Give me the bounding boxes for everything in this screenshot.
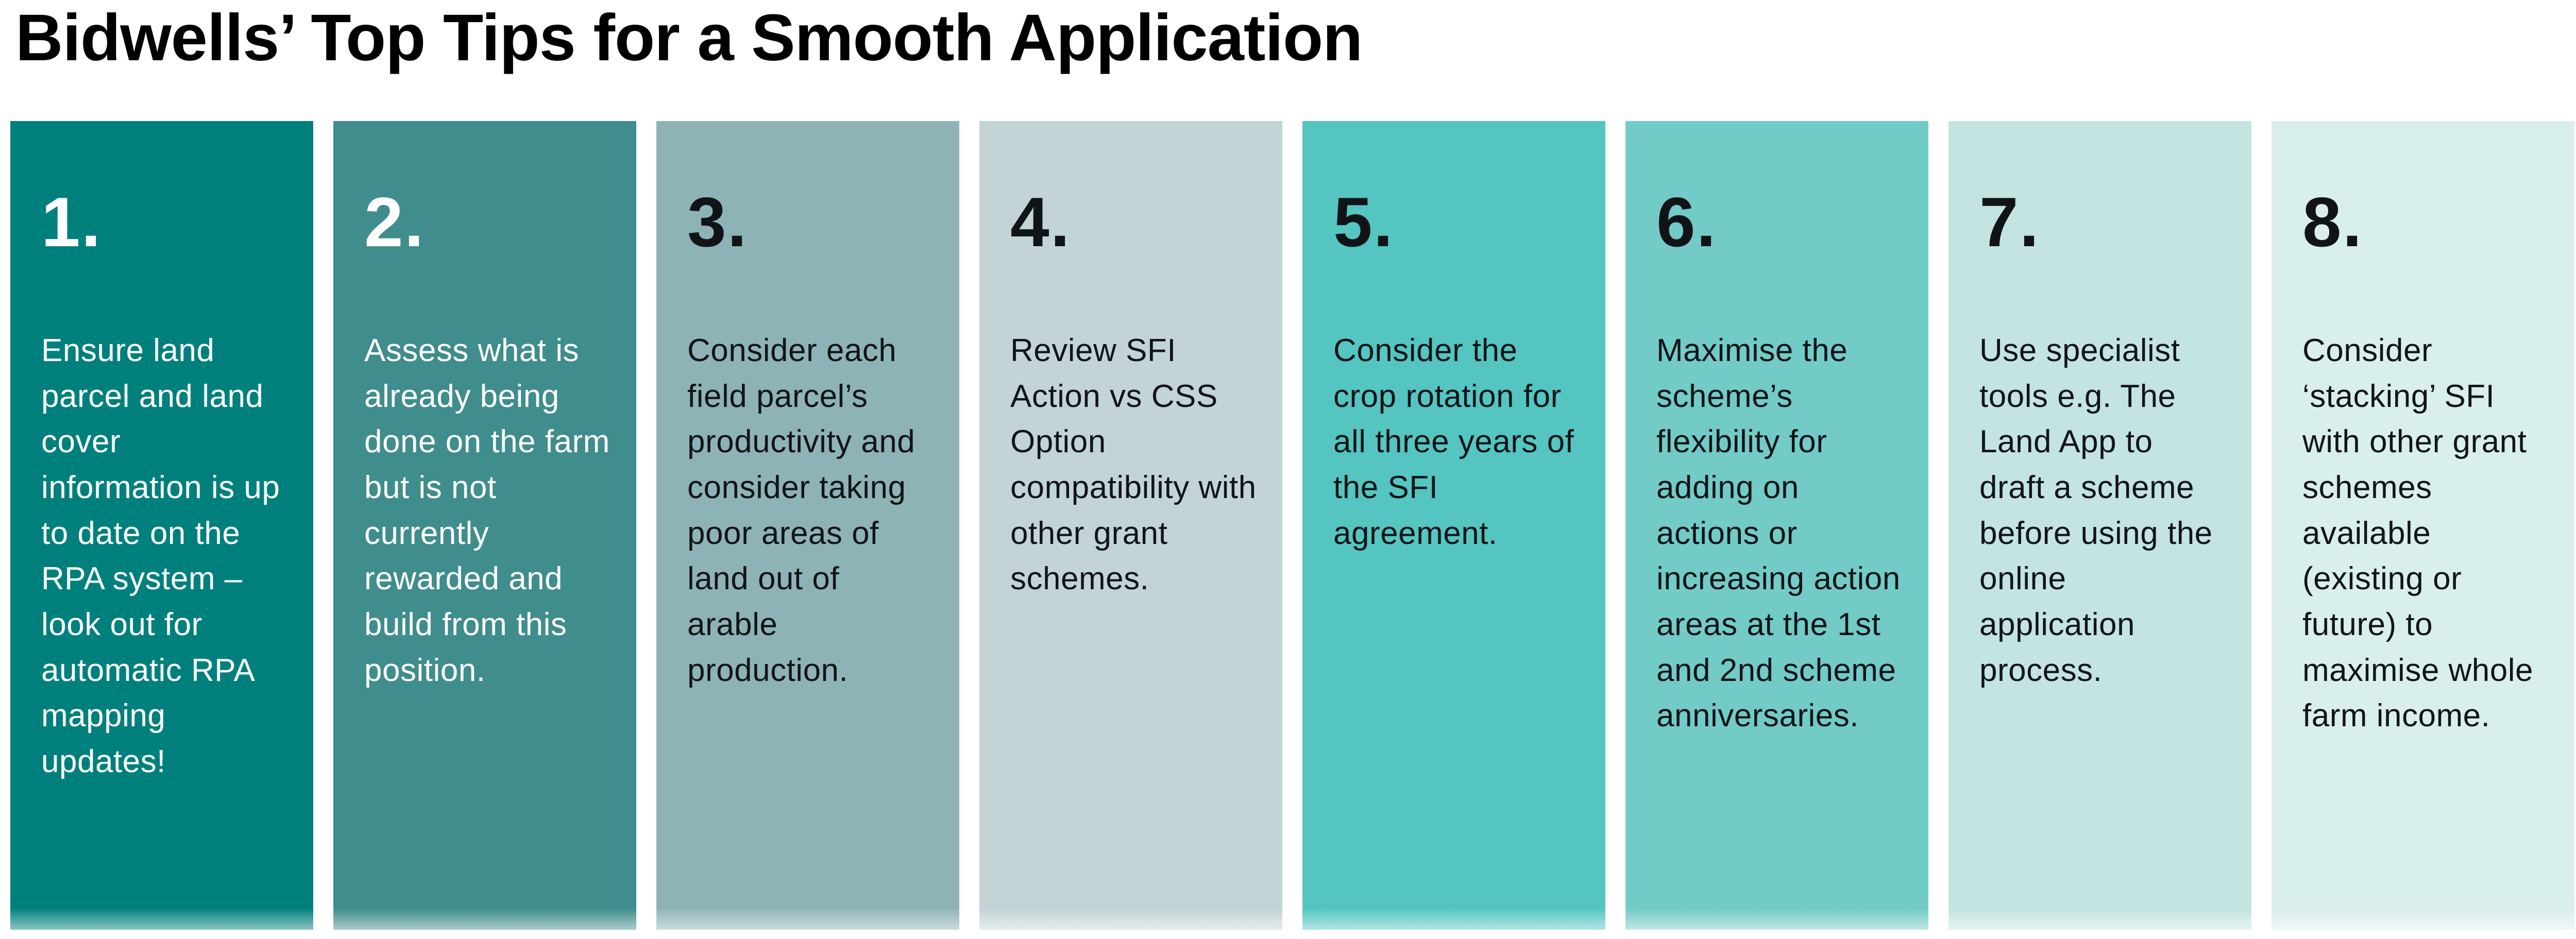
tip-card: 5. Consider the crop rotation for all th… [1302, 121, 1605, 930]
tip-card: 3. Consider each field parcel’s producti… [656, 121, 959, 930]
tip-number: 1. [41, 183, 102, 261]
tip-number: 7. [1979, 183, 2040, 261]
tip-text: Assess what is already being done on the… [364, 333, 610, 688]
tip-card: 7. Use specialist tools e.g. The Land Ap… [1948, 121, 2251, 930]
tip-text: Consider each field parcel’s productivit… [687, 333, 916, 688]
tip-number: 8. [2302, 183, 2363, 261]
tip-text: Ensure land parcel and land cover inform… [41, 333, 280, 779]
tip-card: 8. Consider ‘stacking’ SFI with other gr… [2272, 121, 2574, 930]
tip-card: 1. Ensure land parcel and land cover inf… [10, 121, 313, 930]
tip-card: 6. Maximise the scheme’s flexibility for… [1625, 121, 1928, 930]
tip-text: Review SFI Action vs CSS Option compatib… [1010, 333, 1257, 597]
tip-card: 4. Review SFI Action vs CSS Option compa… [979, 121, 1282, 930]
tip-text: Consider the crop rotation for all three… [1333, 333, 1574, 551]
tip-text: Consider ‘stacking’ SFI with other grant… [2302, 333, 2534, 734]
tip-text: Use specialist tools e.g. The Land App t… [1979, 333, 2213, 688]
tip-number: 6. [1656, 183, 1717, 261]
tip-number: 3. [687, 183, 748, 261]
page-title: Bidwells’ Top Tips for a Smooth Applicat… [15, 1, 1363, 75]
tip-card: 2. Assess what is already being done on … [333, 121, 636, 930]
tip-number: 5. [1333, 183, 1394, 261]
tip-number: 4. [1010, 183, 1071, 261]
tip-number: 2. [364, 183, 425, 261]
tips-row: 1. Ensure land parcel and land cover inf… [10, 121, 2574, 930]
tip-text: Maximise the scheme’s flexibility for ad… [1656, 333, 1901, 734]
